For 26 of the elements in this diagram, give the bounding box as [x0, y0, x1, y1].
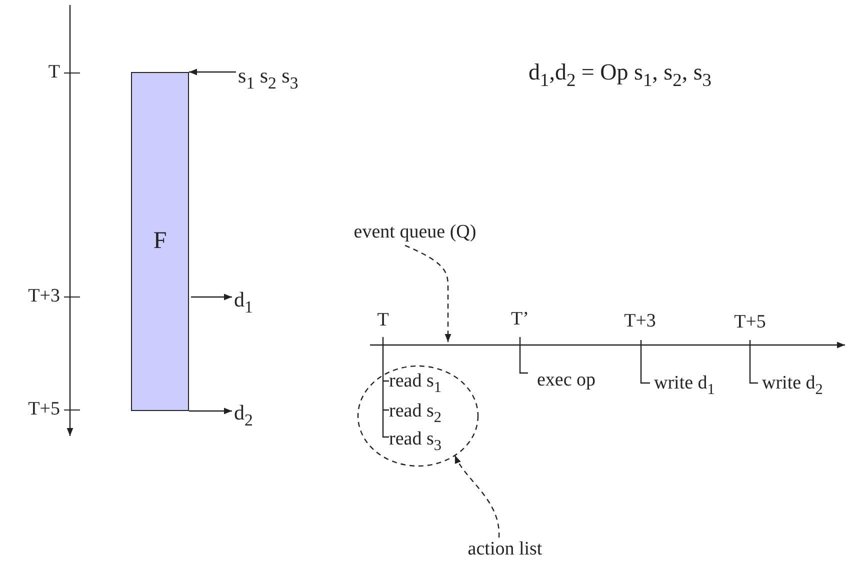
leader-line — [404, 244, 452, 342]
tick-label: T+5 — [734, 312, 766, 334]
output-label: d$_{1}$ — [234, 288, 253, 312]
tick-label: T — [377, 310, 389, 332]
action-text: read s$_{2}$ — [389, 402, 442, 422]
tick-label: T+3 — [28, 286, 60, 308]
action-text: write d$_{2}$ — [762, 374, 823, 394]
arrow — [189, 408, 232, 414]
arrow — [189, 68, 236, 76]
formula-text: d$_{1}$,d$_{2}$ = Op s$_{1}$, s$_{2}$, s$_{3}$ — [528, 59, 712, 85]
tick-label: T+3 — [624, 312, 656, 332]
function-block: F — [131, 72, 189, 411]
tick-label: T — [48, 62, 60, 84]
arrow — [191, 294, 232, 300]
action-text: write d$_{1}$ — [654, 374, 715, 394]
callout-text: action list — [468, 540, 542, 560]
callout-text: event queue (Q) — [354, 222, 476, 244]
action-text: read s$_{1}$ — [389, 372, 442, 392]
action-text: read s$_{3}$ — [389, 430, 442, 450]
action-text: exec op — [537, 370, 596, 392]
tick-label: T+5 — [28, 400, 60, 420]
dashed-ellipse — [357, 365, 479, 467]
output-label: d$_{2}$ — [234, 401, 253, 425]
input-label: s$_{1}$ s$_{2}$ s$_{3}$ — [238, 64, 298, 88]
leader-line — [454, 455, 500, 538]
tick-label: T’ — [511, 310, 529, 330]
